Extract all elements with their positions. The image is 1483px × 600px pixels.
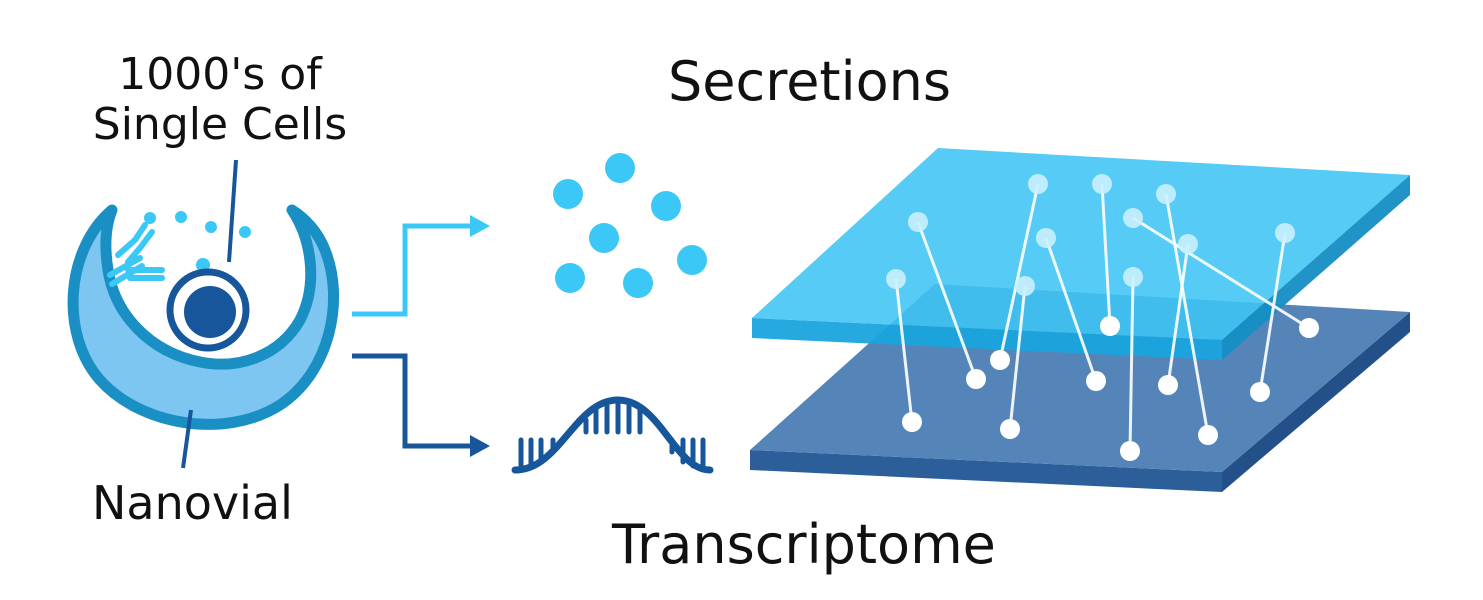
single-cells-label: 1000's of Single Cells [50,50,390,150]
plate-link-line [998,183,1040,361]
plate-link-line [916,221,978,380]
plate-link-top-end [1092,174,1112,194]
plate-link-line [1044,237,1098,382]
transcriptome-arrow [352,353,472,449]
top-plate [752,148,1410,360]
plate-link-line [1164,193,1210,436]
plate-link-bottom-end [1120,441,1140,461]
plate-link-line [1008,285,1027,430]
secretions-arrowhead [470,215,490,237]
plate-link-top-end [908,212,928,232]
transcriptome-arrowhead [470,435,490,457]
plate-link-top-end [886,269,906,289]
plate-link-top-end [1275,223,1295,243]
transcriptome-label: Transcriptome [612,513,996,576]
plate-link-bottom-end [1086,371,1106,391]
plate-link-bottom-end [1299,318,1319,338]
nanovial-body [67,204,340,430]
plate-link-top-end [1028,174,1048,194]
nanovial-label: Nanovial [92,476,293,530]
plate-link-line [1166,243,1190,386]
single-cells-label-line2: Single Cells [92,99,348,150]
secretions-label: Secretions [668,50,951,113]
plate-link-top-end [1123,267,1143,287]
cell-secretion-dots [144,211,251,272]
plate-link-bottom-end [902,412,922,432]
plate-link-bottom-end [1100,316,1120,336]
single-cell-icon [166,268,250,352]
plate-link-bottom-end [990,350,1010,370]
rna-helix-icon [511,396,714,474]
plate-link-line [1258,232,1287,393]
nanovial-icon [67,159,340,469]
plate-link-bottom-end [1250,382,1270,402]
plate-link-line [1132,216,1310,330]
plate-link-line [1128,276,1135,452]
linked-plates-icon [750,148,1410,492]
nanovial-pointer-line [181,409,193,469]
plate-link-top-end [1123,208,1143,228]
plate-link-bottom-end [1158,375,1178,395]
single-cells-label-line1: 1000's of [118,49,322,100]
plate-link-top-end [1036,228,1056,248]
plate-link-bottom-end [966,369,986,389]
plate-link-bottom-end [1198,425,1218,445]
cells-pointer-line [227,159,238,263]
plate-link-line [1100,183,1112,327]
antibody-icon [107,222,165,287]
plate-link-bottom-end [1000,419,1020,439]
plate-link-top-end [1015,276,1035,296]
secretion-dots-icon [553,153,707,298]
plate-link-top-end [1178,234,1198,254]
plate-link-top-end [1156,184,1176,204]
plate-link-line [894,278,914,423]
plate-links-upper [886,174,1319,461]
secretions-arrow [352,223,472,317]
